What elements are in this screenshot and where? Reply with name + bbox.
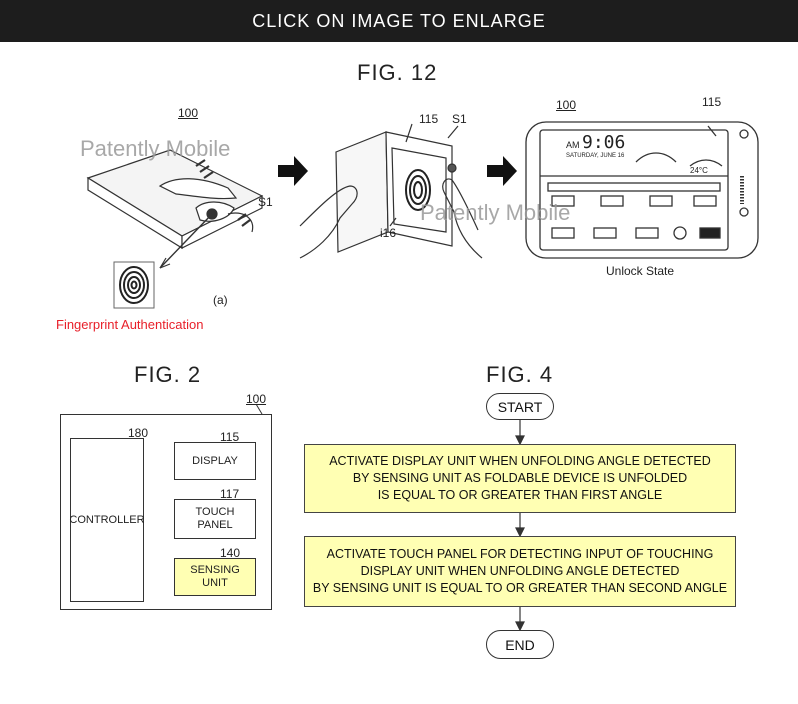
folded-device-drawing	[86, 149, 264, 269]
fig12-ref-s1-left: S1	[258, 195, 273, 209]
unfolding-device-drawing	[299, 123, 483, 259]
flow-step-activate-display: ACTIVATE DISPLAY UNIT WHEN UNFOLDING ANG…	[304, 444, 736, 513]
flow-end: END	[486, 630, 554, 659]
unlock-state-caption: Unlock State	[606, 264, 675, 278]
fig4-title: FIG. 4	[486, 362, 554, 387]
arrow-right-icon	[278, 156, 308, 186]
touch-panel-block: TOUCH PANEL	[174, 499, 256, 539]
arrow-right-icon	[487, 156, 517, 186]
flow-step-activate-touch-panel: ACTIVATE TOUCH PANEL FOR DETECTING INPUT…	[304, 536, 736, 607]
flow-start: START	[486, 393, 554, 420]
fig12-ref-115-right: 115	[702, 95, 722, 109]
phone-time: 9:06	[582, 132, 626, 153]
fig2-ref-100: 100	[246, 392, 267, 406]
fig2-ref-117: 117	[220, 487, 240, 501]
fingerprint-sample-drawing	[113, 261, 155, 309]
phone-date: SATURDAY, JUNE 16	[566, 153, 625, 159]
display-block: DISPLAY	[174, 442, 256, 480]
fig4-connectors	[515, 420, 525, 632]
controller-block: CONTROLLER	[69, 438, 145, 602]
fig12-label-a: (a)	[213, 293, 228, 307]
fig12-ref-100-right: 100	[556, 98, 577, 112]
sensing-unit-block: SENSING UNIT	[174, 558, 256, 596]
fig2-title: FIG. 2	[134, 362, 202, 387]
fig2-ref-115: 115	[220, 430, 240, 444]
fig12-title: FIG. 12	[357, 60, 438, 85]
fig2-ref-180: 180	[128, 426, 149, 440]
phone-ampm: AM	[566, 140, 580, 150]
fingerprint-caption: Fingerprint Authentication	[56, 317, 204, 332]
watermark-text: Patently Mobile	[80, 136, 231, 161]
fig12-ref-116: i16	[380, 226, 397, 240]
fig12-ref-100-left: 100	[178, 106, 199, 120]
enlarge-banner[interactable]: CLICK ON IMAGE TO ENLARGE	[0, 0, 798, 42]
watermark-text-2: Patently Mobile	[420, 200, 571, 225]
unlocked-phone-drawing	[525, 121, 759, 259]
fig2-ref-140: 140	[220, 546, 241, 560]
fig12-ref-s1-mid: S1	[452, 112, 467, 126]
fig12-ref-115-mid: 115	[419, 112, 439, 126]
phone-temperature: 24°C	[690, 166, 708, 175]
